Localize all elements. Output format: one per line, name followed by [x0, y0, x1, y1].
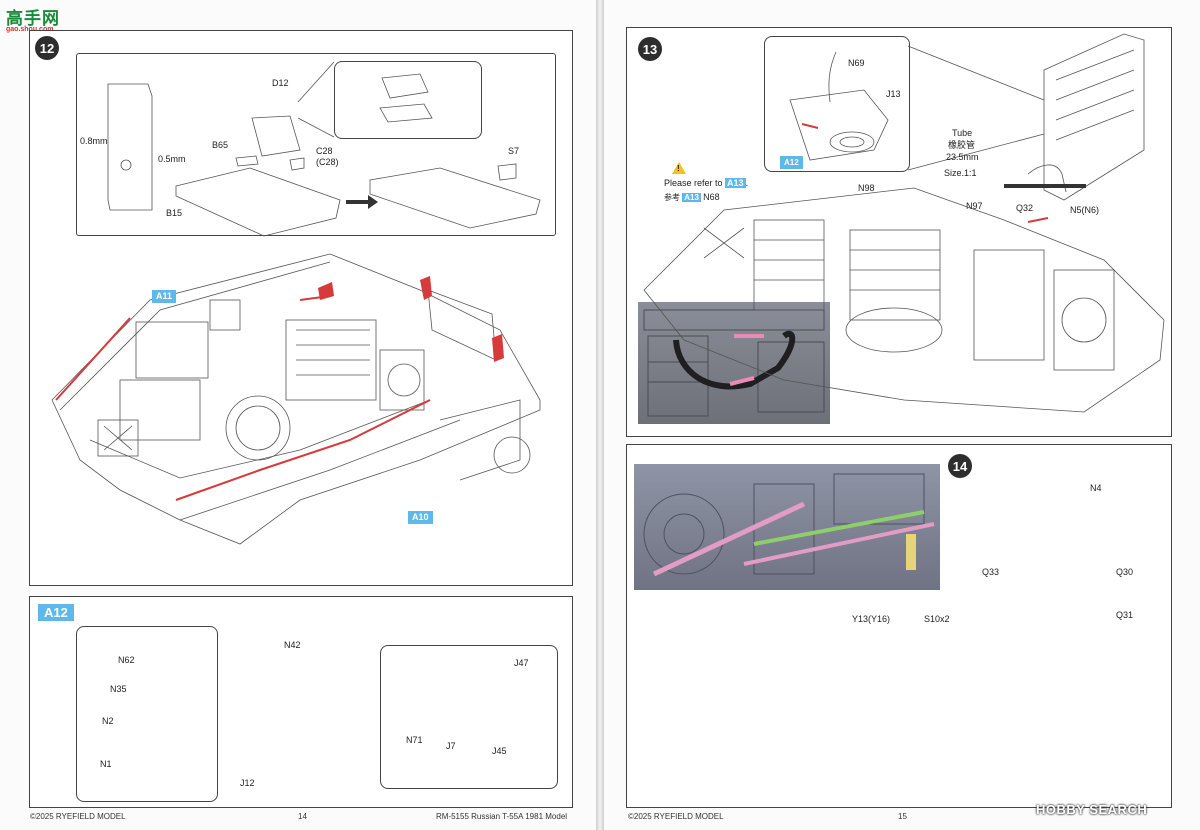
label-n97: N97: [966, 201, 983, 211]
label-c28: C28: [316, 146, 333, 156]
label-d12: D12: [272, 78, 289, 88]
label-n62: N62: [118, 655, 135, 665]
label-y13: Y13(Y16): [852, 614, 891, 624]
label-n42: N42: [284, 640, 301, 650]
a12-title: A12: [38, 604, 74, 621]
site-watermark-logo: 高手网 gao.shou.com: [6, 9, 60, 33]
label-c28b: (C28): [316, 157, 339, 167]
binding-gutter: [596, 0, 604, 830]
label-n5: N5(N6): [1070, 205, 1100, 215]
warning-icon-mark: !: [677, 164, 680, 173]
label-q33: Q33: [982, 567, 1000, 577]
label-j13: J13: [886, 89, 901, 99]
hobby-search-watermark: HOBBY SEARCH: [1036, 802, 1148, 817]
tag-a12: A12: [780, 156, 803, 169]
label-j47: J47: [514, 658, 529, 668]
label-mm08: 0.8mm: [80, 136, 108, 146]
photo-13-drawing: [643, 309, 825, 417]
label-q32: Q32: [1016, 203, 1034, 213]
refer-note-cn: 参考 A13 N68: [664, 192, 720, 202]
step-14-badge: 14: [948, 454, 972, 478]
right-footer-copyright: ©2025 RYEFIELD MODEL: [628, 812, 724, 821]
step-14-reference-photo: [634, 464, 940, 590]
label-n98: N98: [858, 183, 875, 193]
a12-inset-left: [76, 626, 218, 802]
a12-inset-right: [380, 645, 558, 789]
label-b65: B65: [212, 140, 229, 150]
step-13-badge: 13: [638, 37, 662, 61]
step-12-badge: 12: [35, 36, 59, 60]
refer-note: Please refer to A13.: [664, 178, 749, 188]
label-mm05: 0.5mm: [158, 154, 186, 164]
photo-14-drawing: [643, 473, 935, 577]
label-s10: S10x2: [924, 614, 950, 624]
label-scale: Size.1:1: [944, 168, 977, 178]
right-page: 13: [604, 0, 1200, 830]
label-s7: S7: [508, 146, 520, 156]
label-n69: N69: [848, 58, 865, 68]
label-n35: N35: [110, 684, 127, 694]
label-j45: J45: [492, 746, 507, 756]
step-12-detail-inset: [334, 61, 482, 139]
label-b15: B15: [166, 208, 183, 218]
tag-a10: A10: [408, 511, 433, 524]
label-q31: Q31: [1116, 610, 1134, 620]
label-n2: N2: [102, 716, 114, 726]
label-tube-cn: 橡胶管: [948, 140, 976, 150]
label-j12: J12: [240, 778, 255, 788]
left-footer-product: RM-5155 Russian T-55A 1981 Model: [436, 812, 568, 821]
label-n71: N71: [406, 735, 423, 745]
left-footer-page: 14: [298, 812, 307, 821]
left-footer-copyright: ©2025 RYEFIELD MODEL: [30, 812, 126, 821]
label-n4: N4: [1090, 483, 1102, 493]
right-footer-page: 15: [898, 812, 907, 821]
label-j7: J7: [446, 741, 456, 751]
label-q30: Q30: [1116, 567, 1134, 577]
label-n1: N1: [100, 759, 112, 769]
label-tube-length: 23.5mm: [946, 152, 979, 162]
left-page: 高手网 gao.shou.com 12: [0, 0, 596, 830]
tag-a11: A11: [152, 290, 177, 303]
warning-icon: [672, 162, 686, 174]
label-tube: Tube: [952, 128, 973, 138]
